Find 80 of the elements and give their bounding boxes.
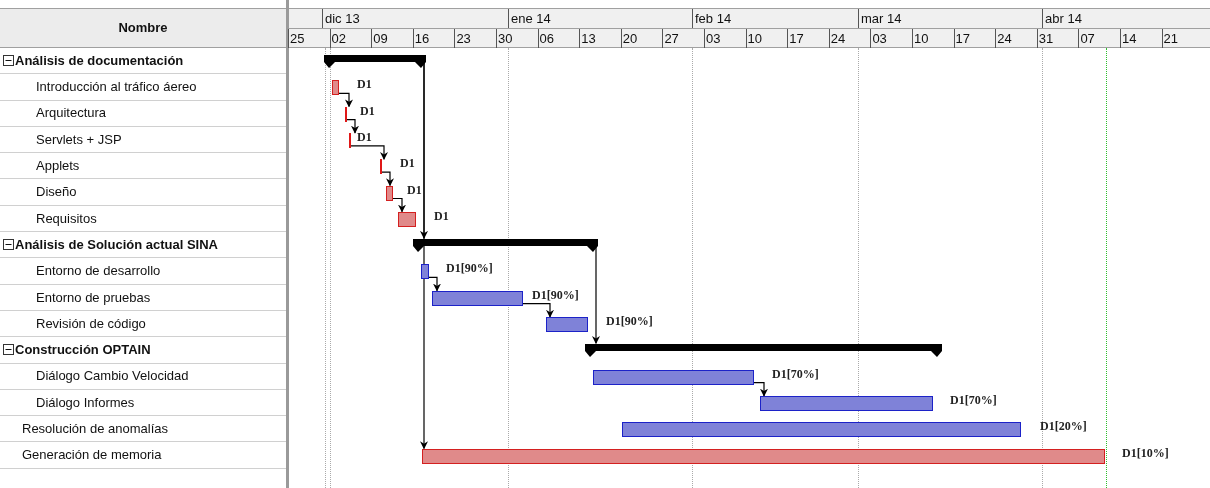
task-name: Introducción al tráfico áereo [36,78,197,97]
bar-label: D1[90%] [532,287,579,302]
bar-label: D1[70%] [950,392,997,407]
day-label: 24 [830,31,846,46]
day-label: 10 [914,31,929,46]
task-name: Generación de memoria [22,446,162,465]
day-label: 30 [498,31,513,46]
bar-label: D1[90%] [606,314,653,328]
bar-label: D1 [407,182,422,197]
day-label: 03 [872,31,887,46]
task-name: Applets [36,157,80,176]
task-name: Diseño [36,183,77,202]
task-bar [760,395,933,411]
dependency-arrow [381,171,394,187]
day-label: 06 [539,31,555,46]
day-label: 16 [414,31,430,46]
bar-label: D1[20%] [1040,419,1087,434]
day-label: 13 [581,31,596,46]
day-label: 24 [997,31,1012,46]
task-name: Diálogo Cambio Velocidad [36,367,189,386]
task-bar [386,185,393,201]
bar-label: D1[90%] [446,261,493,276]
group-name: Análisis de Solución actual SINA [15,236,218,254]
day-label: 27 [664,31,679,46]
day-label: 10 [747,31,763,46]
month-label: ene 14 [511,11,551,26]
group-name: Análisis de documentación [15,51,184,70]
month-label: dic 13 [325,11,360,26]
month-label: feb 14 [695,11,732,26]
dependency-arrow [753,382,768,397]
task-bar [398,211,416,227]
day-label: 09 [373,31,388,46]
summary-bar [585,344,942,358]
task-name: Entorno de pruebas [36,288,151,307]
task-bar [622,422,1021,438]
month-label: mar 14 [861,11,902,26]
task-bar [332,80,339,96]
day-label: 31 [1038,31,1054,46]
day-label: 02 [331,31,347,46]
summary-bar [324,55,426,68]
task-bar [593,369,754,385]
dependency-arrow [428,276,441,292]
month-label: abr 14 [1045,11,1082,26]
task-name: Diálogo Informes [36,393,135,412]
day-label: 03 [706,31,721,46]
task-bar [432,290,523,306]
task-name: Revisión de código [36,314,146,333]
task-name: Arquitectura [36,104,107,123]
summary-bar [413,239,598,253]
day-label: 07 [1080,31,1095,46]
dependency-arrow [338,92,353,108]
bar-label: D1[10%] [1122,445,1169,460]
dependency-arrow [350,145,388,160]
bar-label: D1 [434,208,449,223]
bar-label: D1 [357,77,372,92]
day-label: 21 [1163,31,1179,46]
column-header: Nombre [118,19,168,38]
bar-label: D1 [400,156,415,171]
task-name: Requisitos [36,209,97,228]
task-bar [422,448,1105,464]
bar-label: D1[70%] [772,366,819,381]
day-label: 23 [456,31,471,46]
group-name: Construcción OPTAIN [15,341,151,360]
dependency-arrow [420,62,428,450]
day-label: 17 [955,31,971,46]
dependency-arrow [592,246,600,345]
dependency-arrow [392,197,406,213]
dependency-arrow [522,303,554,318]
bar-label: D1 [360,103,375,118]
day-label: 14 [1122,31,1137,46]
day-label: 20 [622,31,638,46]
day-label: 25 [290,31,305,46]
task-name: Servlets + JSP [36,130,122,149]
task-name: Resolución de anomalías [22,420,168,439]
bar-label: D1 [357,129,372,144]
task-name: Entorno de desarrollo [36,262,161,281]
task-bar [421,264,429,280]
dependency-arrow [346,119,359,134]
day-label: 17 [789,31,804,46]
task-bar [546,317,588,332]
